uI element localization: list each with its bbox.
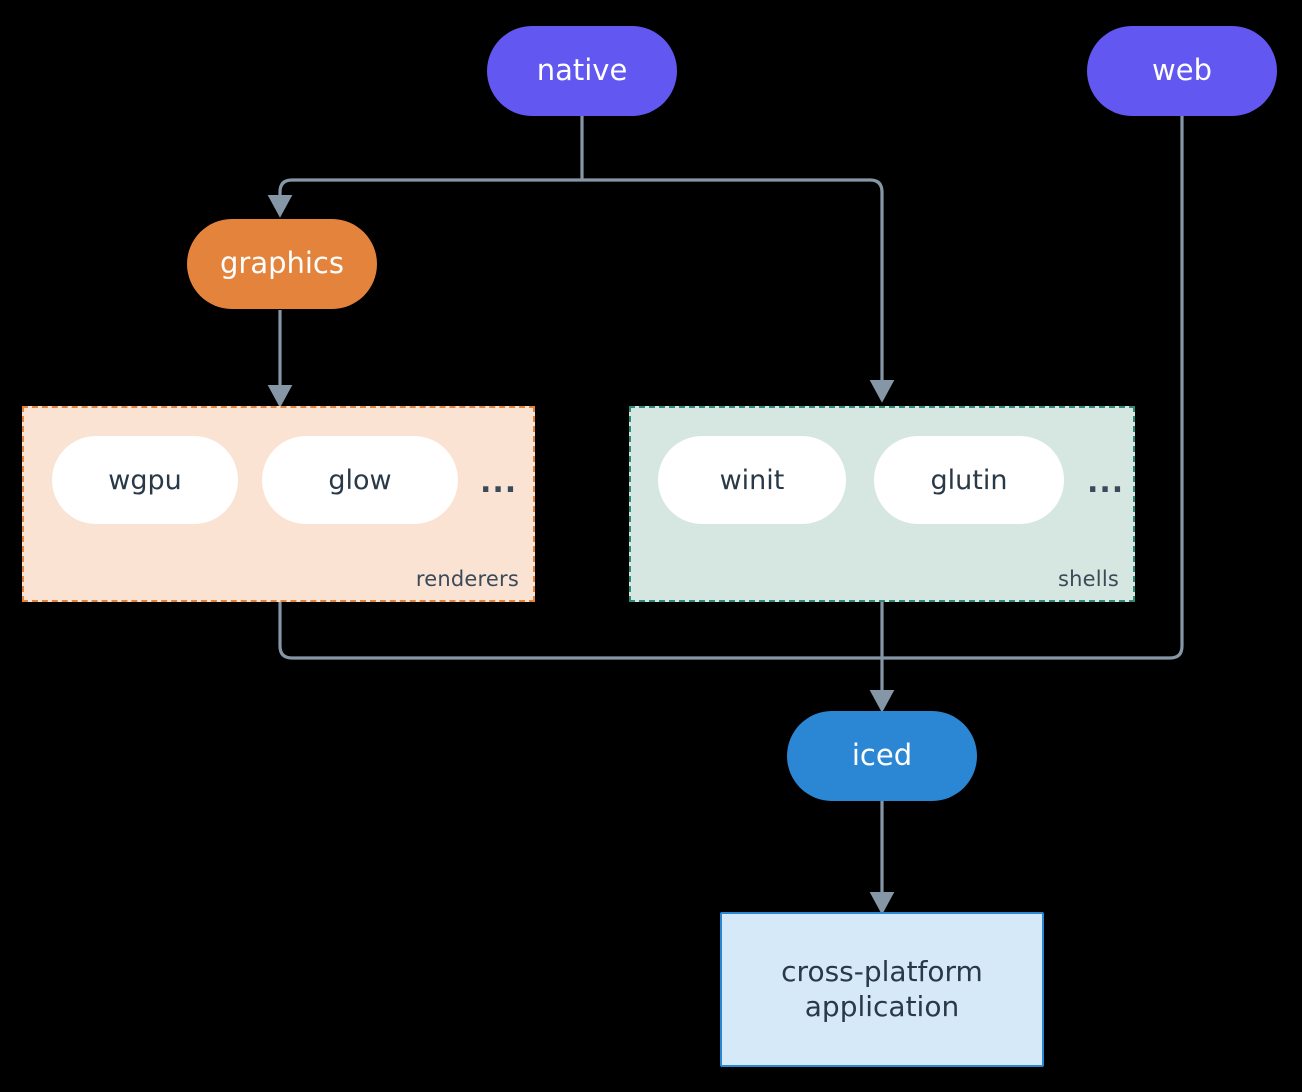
group-shells-label: shells: [1058, 567, 1119, 591]
node-cross-platform-application[interactable]: cross-platform application: [720, 912, 1044, 1067]
edge-native-graphics: [267, 178, 582, 218]
leaf-glow-label: glow: [328, 464, 392, 496]
leaf-wgpu-label: wgpu: [108, 464, 182, 496]
node-web-label: web: [1152, 53, 1212, 88]
shells-overflow-ellipsis: ...: [1087, 465, 1125, 500]
leaf-glow[interactable]: glow: [262, 436, 458, 524]
leaf-glutin-label: glutin: [930, 464, 1008, 496]
node-graphics-label: graphics: [219, 246, 344, 281]
group-renderers-label: renderers: [415, 567, 519, 591]
renderers-overflow-ellipsis: ...: [480, 465, 518, 500]
leaf-glutin[interactable]: glutin: [874, 436, 1064, 524]
leaf-wgpu[interactable]: wgpu: [52, 436, 238, 524]
edge-renderers-iced: [278, 602, 882, 660]
node-iced[interactable]: iced: [787, 711, 977, 801]
node-graphics[interactable]: graphics: [187, 219, 377, 309]
node-native[interactable]: native: [487, 26, 677, 116]
node-native-label: native: [536, 53, 628, 88]
node-web[interactable]: web: [1087, 26, 1277, 116]
leaf-winit[interactable]: winit: [658, 436, 846, 524]
group-renderers: wgpu glow ... renderers: [22, 406, 535, 602]
node-iced-label: iced: [851, 738, 913, 773]
group-shells: winit glutin ... shells: [629, 406, 1135, 602]
node-application-label: cross-platform application: [781, 955, 983, 1023]
edge-web-iced: [882, 115, 1184, 660]
leaf-winit-label: winit: [719, 464, 785, 496]
edge-native-shells: [582, 178, 895, 403]
